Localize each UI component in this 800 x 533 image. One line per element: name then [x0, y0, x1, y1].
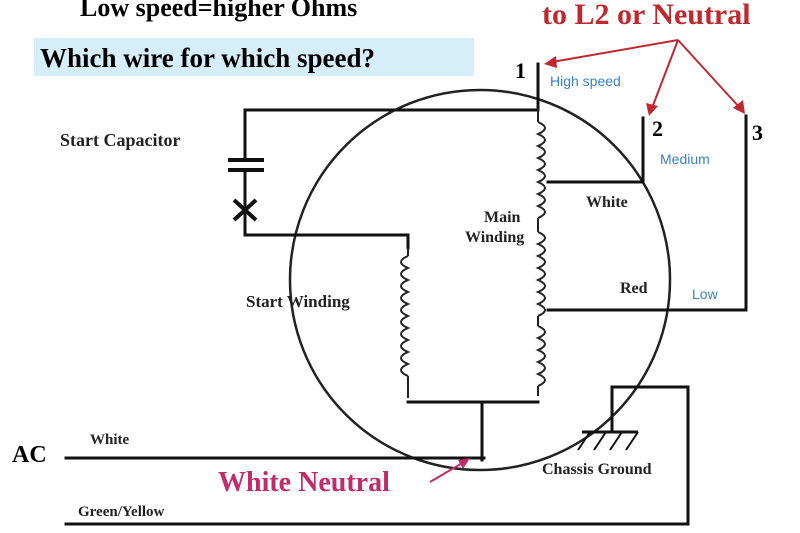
terminal-3-lead — [546, 114, 748, 312]
chassis-ground-symbol — [577, 430, 639, 451]
start-winding-label: Start Winding — [246, 292, 350, 311]
high-speed-label: High speed — [550, 73, 621, 89]
ac-label: AC — [12, 442, 47, 468]
medium-speed-label: Medium — [660, 151, 710, 167]
chassis-ground-label: Chassis Ground — [542, 461, 652, 478]
terminal-3-label: 3 — [752, 120, 763, 145]
capacitor-top-wire — [243, 108, 540, 160]
top-text: Low speed=higher Ohms — [80, 0, 357, 22]
main-winding-label-1: Main — [484, 209, 521, 226]
main-winding-coil — [535, 108, 546, 396]
start-winding-coil — [400, 248, 411, 398]
low-speed-label: Low — [692, 286, 719, 302]
white-tap-label: White — [586, 194, 628, 211]
question-highlight — [34, 38, 474, 76]
red-tap-label: Red — [620, 280, 648, 297]
terminal-2-lead — [546, 116, 645, 184]
question-text: Which wire for which speed? — [40, 43, 375, 73]
terminal-2-label: 2 — [652, 116, 663, 141]
main-winding-label-2: Winding — [465, 229, 524, 246]
terminal-1-label: 1 — [515, 58, 526, 83]
start-capacitor-label: Start Capacitor — [60, 130, 180, 150]
ground-wire — [64, 385, 690, 526]
callout-arrows — [544, 39, 745, 116]
white-neutral-label: White Neutral — [218, 467, 390, 498]
green-yellow-label: Green/Yellow — [78, 504, 165, 520]
motor-housing-circle — [288, 88, 672, 472]
white-neutral-arrowhead — [458, 458, 470, 469]
capacitor-cross-mark — [232, 198, 258, 222]
callout-text: to L2 or Neutral — [542, 0, 751, 31]
white-neutral-arrow — [429, 461, 465, 483]
capacitor-bottom-wire — [243, 170, 410, 250]
ac-white-label: White — [90, 432, 130, 448]
